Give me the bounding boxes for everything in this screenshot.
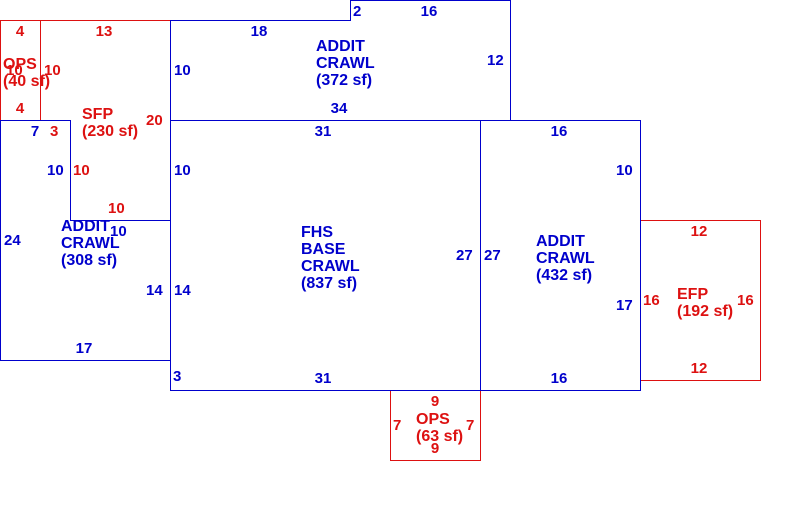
efp-label: EFP (192 sf): [677, 286, 733, 320]
addit2-dim-bottom: 17: [76, 340, 93, 357]
sfp-label-line-1: SFP: [82, 106, 113, 123]
fhs-dim-right: 27: [456, 247, 473, 264]
efp-dim-right: 16: [737, 292, 754, 309]
addit3-dim-left: 27: [484, 247, 501, 264]
sfp-label: SFP (230 sf): [82, 106, 138, 140]
ops2-dim-right: 7: [466, 417, 474, 434]
fhs-label: FHS BASE CRAWL (837 sf): [301, 224, 364, 292]
addit3-outline: [480, 120, 641, 391]
addit1-label-line-3: (372 sf): [316, 72, 372, 89]
efp-label-line-1: EFP: [677, 286, 708, 303]
ops1-dim-left: 10: [6, 62, 23, 79]
ops2-dim-bottom: 9: [431, 440, 439, 457]
addit3-dim-top: 16: [551, 123, 568, 140]
ops2-label-line-2: (63 sf): [416, 428, 463, 445]
addit1-outline: [170, 0, 511, 121]
addit1-dim-notch: 2: [353, 3, 361, 20]
addit3-label-line-3: (432 sf): [536, 267, 592, 284]
fhs-label-line-3: CRAWL: [301, 258, 360, 275]
fhs-dim-left-lower: 14: [174, 282, 191, 299]
sfp-dim-inner-bottom: 10: [108, 200, 125, 217]
addit3-label-line-2: CRAWL: [536, 250, 595, 267]
blue-area-labels: FHS BASE CRAWL (837 sf) ADDIT CRAWL (372…: [61, 38, 599, 292]
fhs-label-line-2: BASE: [301, 241, 346, 258]
efp-dim-bottom: 12: [691, 360, 708, 377]
ops1-label: OPS (40 sf): [3, 56, 50, 90]
fhs-label-line-4: (837 sf): [301, 275, 357, 292]
efp-dim-top: 12: [691, 223, 708, 240]
addit1-label: ADDIT CRAWL (372 sf): [316, 38, 379, 89]
ops1-label-line-2: (40 sf): [3, 73, 50, 90]
efp-label-line-2: (192 sf): [677, 303, 733, 320]
addit1-dim-top-right: 16: [421, 3, 438, 20]
fhs-label-line-1: FHS: [301, 224, 333, 241]
addit3-dim-right-lower: 17: [616, 297, 633, 314]
fhs-dim-corner: 3: [173, 368, 181, 385]
red-dimensions: 4 10 10 4 13 20 3 10 10 12 16 16 12 9 7 …: [6, 23, 754, 457]
addit3-label: ADDIT CRAWL (432 sf): [536, 233, 599, 284]
sfp-dim-right: 20: [146, 112, 163, 129]
ops1-dim-right: 10: [44, 62, 61, 79]
addit3-dim-right-upper: 10: [616, 162, 633, 179]
ops1-label-line-1: OPS: [3, 56, 37, 73]
ops2-dim-top: 9: [431, 393, 439, 410]
ops1-dim-top: 4: [16, 23, 25, 40]
blue-dimensions: 18 2 16 12 34 10 7 10 10 24 14 17 31 10 …: [4, 3, 633, 387]
addit1-dim-bottom: 34: [331, 100, 348, 117]
addit2-label-line-1: ADDIT: [61, 218, 110, 235]
addit2-dim-inner-bottom: 10: [110, 223, 127, 240]
addit1-dim-right: 12: [487, 52, 504, 69]
addit2-label: ADDIT CRAWL (308 sf): [61, 218, 124, 269]
sfp-dim-step: 3: [50, 123, 58, 140]
sfp-dim-inner-left: 10: [73, 162, 90, 179]
addit1-label-line-1: ADDIT: [316, 38, 365, 55]
ops2-label-line-1: OPS: [416, 411, 450, 428]
addit2-dim-inner: 10: [47, 162, 64, 179]
ops2-dim-left: 7: [393, 417, 401, 434]
ops1-dim-bottom: 4: [16, 100, 25, 117]
ops2-label: OPS (63 sf): [416, 411, 463, 445]
addit1-label-line-2: CRAWL: [316, 55, 375, 72]
addit1-dim-top: 18: [251, 23, 268, 40]
addit2-label-line-3: (308 sf): [61, 252, 117, 269]
addit2-dim-right: 14: [146, 282, 163, 299]
fhs-dim-bottom: 31: [315, 370, 332, 387]
addit3-dim-bottom: 16: [551, 370, 568, 387]
addit3-label-line-1: ADDIT: [536, 233, 585, 250]
fhs-dim-top: 31: [315, 123, 332, 140]
sfp-dim-top: 13: [96, 23, 113, 40]
fhs-dim-left-upper: 10: [174, 162, 191, 179]
blue-outlines: [0, 0, 641, 391]
addit2-dim-top: 7: [31, 123, 39, 140]
addit2-dim-left: 24: [4, 232, 21, 249]
addit2-label-line-2: CRAWL: [61, 235, 120, 252]
efp-dim-left: 16: [643, 292, 660, 309]
sfp-label-line-2: (230 sf): [82, 123, 138, 140]
addit1-dim-left: 10: [174, 62, 191, 79]
red-area-labels: OPS (40 sf) SFP (230 sf) EFP (192 sf) OP…: [3, 56, 733, 445]
